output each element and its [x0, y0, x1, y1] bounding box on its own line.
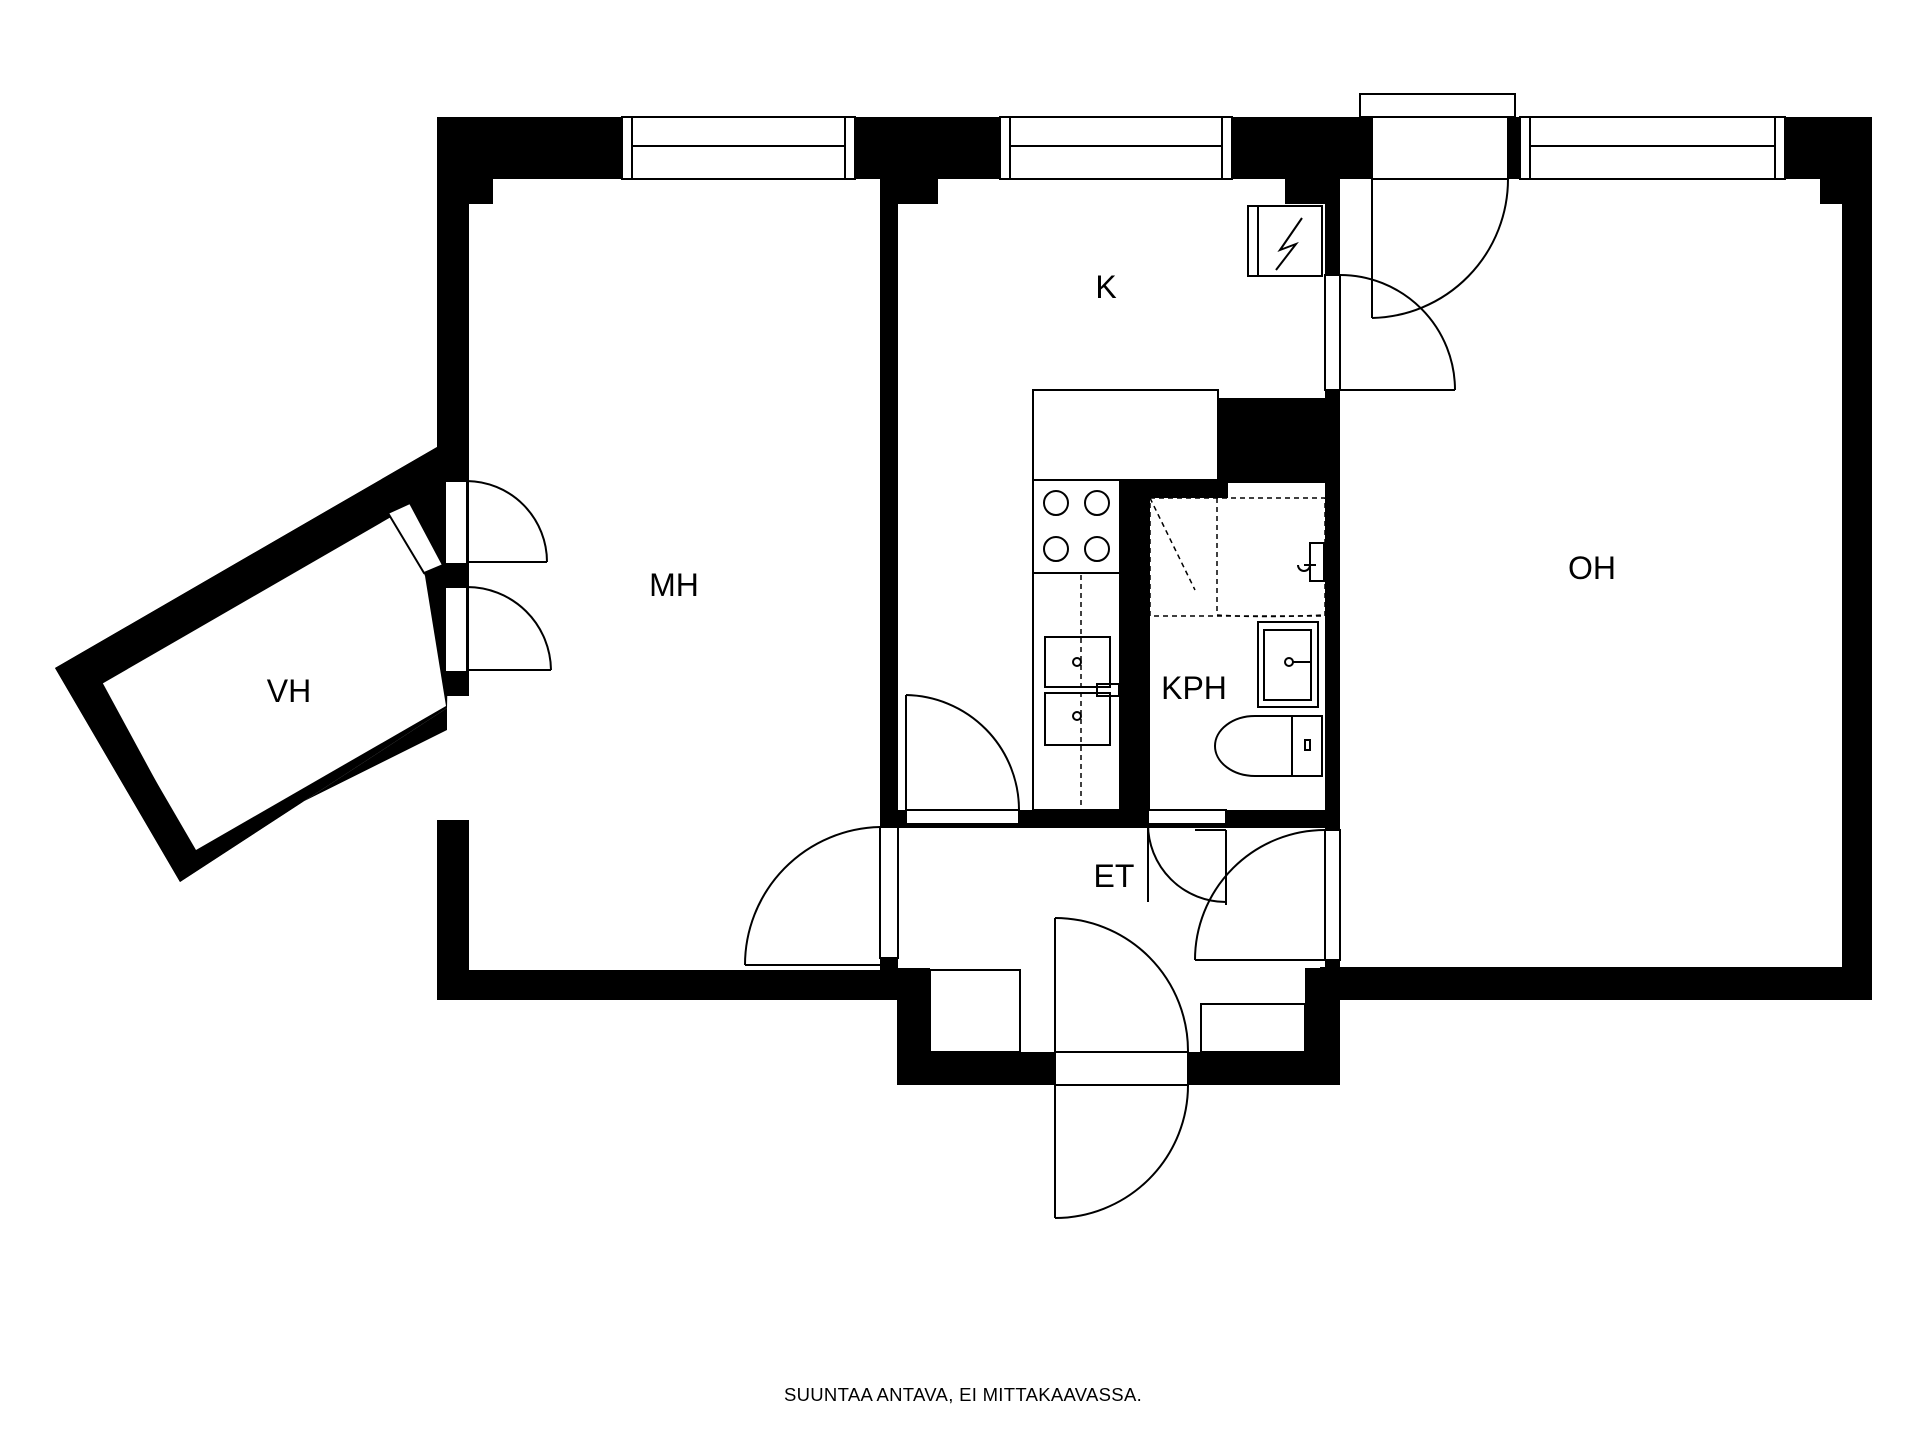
interior-walls: [880, 179, 1340, 980]
room-label-vh: VH: [267, 673, 311, 709]
entrance-closets: [929, 969, 1306, 1053]
disclaimer-note: SUUNTAA ANTAVA, EI MITTAKAAVASSA.: [784, 1384, 1142, 1405]
vh-room: [55, 447, 469, 882]
windows: [621, 93, 1786, 180]
room-label-et: ET: [1094, 858, 1135, 894]
room-label-mh: MH: [649, 567, 699, 603]
kitchen-fixtures: [1032, 205, 1323, 811]
walls: [437, 117, 1872, 1085]
room-label-k: K: [1095, 269, 1116, 305]
room-label-kph: KPH: [1161, 670, 1227, 706]
room-label-oh: OH: [1568, 550, 1616, 586]
doors: [444, 178, 1509, 1219]
bathroom-fixtures: [1149, 497, 1326, 777]
